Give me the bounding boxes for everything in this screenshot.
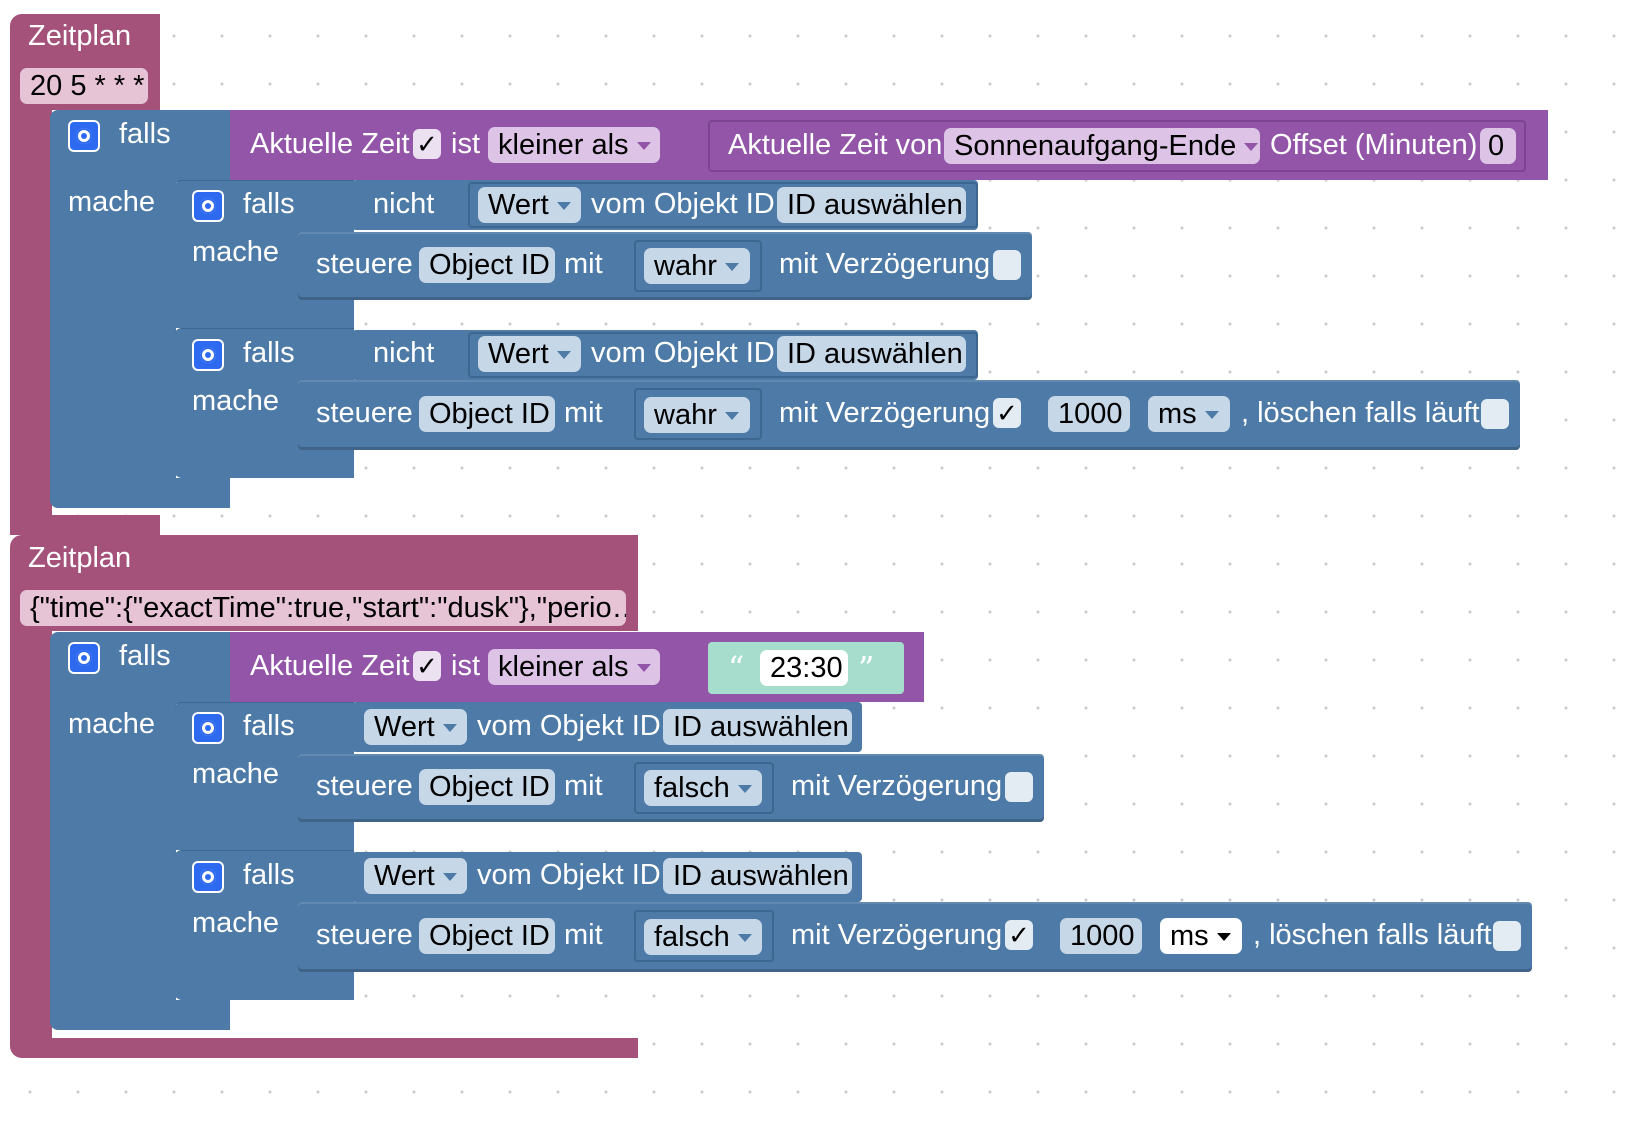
schedule-title: Zeitplan	[28, 20, 132, 52]
clear-checkbox[interactable]	[1481, 399, 1509, 429]
do-label: mache	[192, 236, 280, 268]
delay-checkbox-checked[interactable]: ✓	[993, 398, 1021, 428]
do-label: mache	[192, 385, 280, 417]
schedule-json-field[interactable]: {"time":{"exactTime":true,"start":"dusk"…	[20, 590, 626, 626]
do-label: mache	[192, 907, 280, 939]
unit-dropdown[interactable]: ms	[1160, 918, 1242, 954]
checkbox-checked[interactable]: ✓	[413, 651, 441, 681]
delay-value-field[interactable]: 1000	[1060, 918, 1142, 954]
schedule-side	[10, 629, 52, 1041]
inner-if-2-footer	[174, 970, 354, 1000]
select-id-field[interactable]: ID auswählen	[777, 336, 966, 372]
object-id-label: vom Objekt ID	[477, 710, 661, 742]
inner-if-2-footer	[174, 448, 354, 478]
delay-label: mit Verzögerung	[791, 919, 1003, 951]
clear-label: , löschen falls läuft	[1241, 397, 1480, 429]
delay-checkbox-checked[interactable]: ✓	[1005, 920, 1033, 950]
schedule-title: Zeitplan	[28, 542, 132, 574]
with-label: mit	[564, 770, 603, 802]
do-label: mache	[68, 708, 156, 740]
if-block-footer	[50, 1000, 230, 1030]
inner-if-2-side	[174, 900, 300, 972]
inner-if-1-side	[174, 752, 300, 822]
select-id-field[interactable]: ID auswählen	[663, 709, 852, 745]
inner-if-1-side	[174, 230, 300, 300]
object-id-label: vom Objekt ID	[591, 188, 775, 220]
is-label: ist	[451, 650, 480, 682]
if-block-side	[50, 702, 176, 1002]
astro-label: Aktuelle Zeit von	[728, 129, 943, 161]
gear-icon[interactable]	[192, 190, 224, 222]
current-time-label: Aktuelle Zeit	[250, 128, 410, 160]
operator-dropdown[interactable]: kleiner als	[488, 127, 660, 163]
inner-if-1-footer	[174, 820, 354, 850]
if-block-footer	[50, 478, 230, 508]
object-id-label: vom Objekt ID	[591, 337, 775, 369]
do-label: mache	[68, 186, 156, 218]
clear-label: , löschen falls läuft	[1253, 919, 1492, 951]
select-id-field[interactable]: ID auswählen	[777, 187, 966, 223]
delay-label: mit Verzögerung	[791, 770, 1003, 802]
unit-dropdown[interactable]: ms	[1148, 396, 1230, 432]
with-label: mit	[564, 397, 603, 429]
do-label: mache	[192, 758, 280, 790]
control-label: steuere	[316, 397, 413, 429]
inner-if-1-footer	[174, 298, 354, 328]
schedule-footer	[10, 1038, 638, 1058]
gear-icon[interactable]	[192, 339, 224, 371]
open-quote-icon: “	[728, 649, 745, 687]
delay-checkbox[interactable]	[993, 250, 1021, 280]
is-label: ist	[451, 128, 480, 160]
gear-icon[interactable]	[68, 120, 100, 152]
object-id-field[interactable]: Object ID	[419, 396, 555, 432]
clear-checkbox[interactable]	[1493, 921, 1521, 951]
control-label: steuere	[316, 770, 413, 802]
with-label: mit	[564, 919, 603, 951]
if-label: falls	[243, 188, 295, 220]
delay-value-field[interactable]: 1000	[1048, 396, 1130, 432]
select-id-field[interactable]: ID auswählen	[663, 858, 852, 894]
gear-icon[interactable]	[68, 642, 100, 674]
state-dropdown[interactable]: wahr	[644, 248, 750, 284]
checkbox-checked[interactable]: ✓	[413, 129, 441, 159]
state-dropdown[interactable]: wahr	[644, 397, 750, 433]
if-label: falls	[243, 710, 295, 742]
operator-dropdown[interactable]: kleiner als	[488, 649, 660, 685]
not-label: nicht	[373, 188, 435, 220]
gear-icon[interactable]	[192, 712, 224, 744]
close-quote-icon: ”	[858, 649, 875, 687]
offset-label: Offset (Minuten)	[1270, 129, 1478, 161]
inner-if-2-side	[174, 378, 300, 450]
object-id-field[interactable]: Object ID	[419, 247, 555, 283]
gear-icon[interactable]	[192, 861, 224, 893]
schedule-footer	[10, 515, 160, 535]
with-label: mit	[564, 248, 603, 280]
if-label: falls	[119, 640, 171, 672]
if-label: falls	[119, 118, 171, 150]
control-label: steuere	[316, 919, 413, 951]
value-dropdown[interactable]: Wert	[478, 187, 581, 223]
value-dropdown[interactable]: Wert	[364, 858, 467, 894]
not-label: nicht	[373, 337, 435, 369]
object-id-label: vom Objekt ID	[477, 859, 661, 891]
if-label: falls	[243, 337, 295, 369]
offset-field[interactable]: 0	[1480, 128, 1516, 164]
astro-dropdown[interactable]: Sonnenaufgang-Ende	[944, 128, 1260, 164]
delay-checkbox[interactable]	[1005, 772, 1033, 802]
current-time-label: Aktuelle Zeit	[250, 650, 410, 682]
value-dropdown[interactable]: Wert	[364, 709, 467, 745]
state-dropdown[interactable]: falsch	[644, 919, 762, 955]
schedule-side	[10, 108, 52, 518]
delay-label: mit Verzögerung	[779, 397, 991, 429]
object-id-field[interactable]: Object ID	[419, 918, 555, 954]
value-dropdown[interactable]: Wert	[478, 336, 581, 372]
if-block-side	[50, 180, 176, 480]
delay-label: mit Verzögerung	[779, 248, 991, 280]
state-dropdown[interactable]: falsch	[644, 770, 762, 806]
object-id-field[interactable]: Object ID	[419, 769, 555, 805]
if-label: falls	[243, 859, 295, 891]
time-field[interactable]: 23:30	[760, 650, 848, 686]
control-label: steuere	[316, 248, 413, 280]
cron-field[interactable]: 20 5 * * *	[20, 68, 148, 104]
